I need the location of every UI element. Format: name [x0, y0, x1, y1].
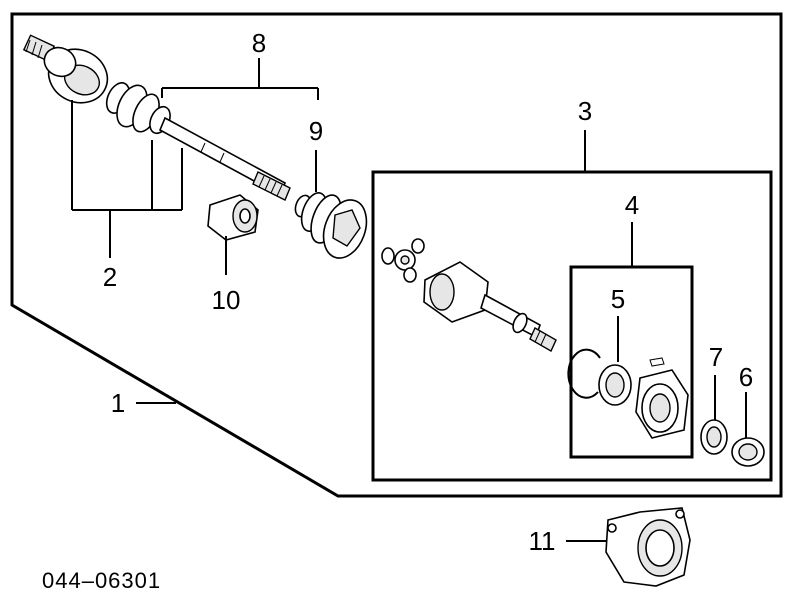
- callout-6: 6: [739, 362, 753, 392]
- bearing-parts-drawing: [567, 348, 689, 439]
- outer-shaft-assembly-drawing: [22, 34, 291, 201]
- callout-9: 9: [309, 116, 323, 146]
- assembly-frame-outer: [10, 12, 783, 498]
- callout-1: 1: [111, 388, 125, 418]
- callout-3: 3: [578, 96, 592, 126]
- inner-boot-drawing: [294, 192, 368, 259]
- seal-6-drawing: [731, 437, 765, 467]
- diagram-code: 044–06301: [42, 568, 161, 593]
- seal-7-drawing: [700, 419, 728, 455]
- assembly-frame-3: [371, 170, 773, 482]
- dynamic-damper-drawing: [207, 194, 259, 241]
- callout-4: 4: [625, 190, 639, 220]
- callout-8: 8: [252, 28, 266, 58]
- callout-2: 2: [103, 262, 117, 292]
- callout-10: 10: [212, 285, 241, 315]
- inner-joint-drawing: [381, 238, 557, 352]
- callout-7: 7: [709, 342, 723, 372]
- callout-5: 5: [611, 284, 625, 314]
- callout-11: 11: [529, 526, 556, 556]
- bracket-11-drawing: [605, 507, 691, 587]
